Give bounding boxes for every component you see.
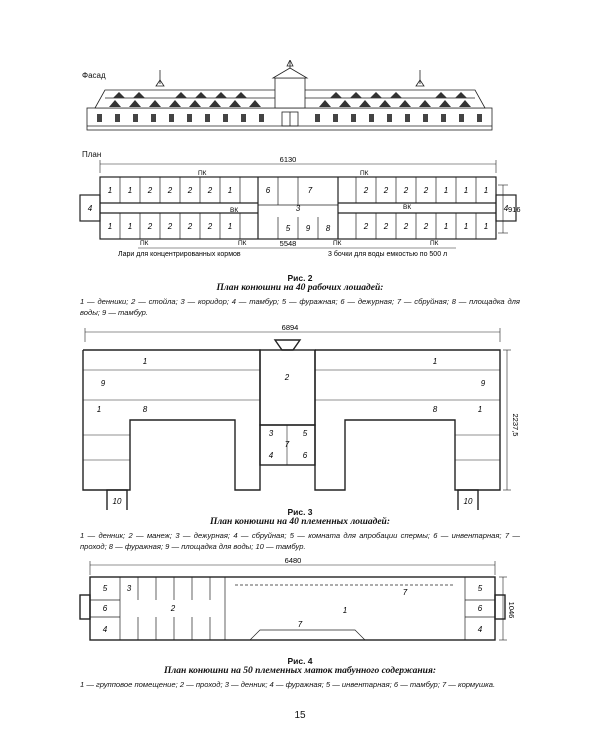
- fig3-side-dim: 2237,5: [511, 414, 520, 437]
- fig2-room-2n: 2: [383, 222, 389, 231]
- fig2-note-right: 3 бочки для воды емкостью по 500 л: [328, 250, 447, 258]
- fig3-room-6: 6: [303, 451, 308, 460]
- fig2-room-2: 2: [147, 186, 153, 195]
- fig4-room-3: 3: [127, 584, 132, 593]
- fig3-plan: 6894 2237,5 1 2 3 4 5 6 7 8 8 9 9 10 10 …: [82, 323, 520, 510]
- fig2-room-1h: 1: [464, 186, 468, 195]
- fig3-room-7: 7: [285, 440, 290, 449]
- fig3-room-1d: 1: [478, 405, 482, 414]
- fig2-room-2e: 2: [147, 222, 153, 231]
- fig3-room-5: 5: [303, 429, 308, 438]
- fig2-room-7: 7: [308, 186, 313, 195]
- fig2-room-1j: 1: [444, 222, 448, 231]
- fig3-caption-num: Рис. 3: [287, 507, 313, 517]
- fig4-room-5b: 5: [478, 584, 483, 593]
- fig2-pk-3: ПК: [140, 240, 149, 247]
- fig3-room-8b: 8: [433, 405, 438, 414]
- fig2-side-dim: 916: [508, 205, 521, 214]
- fig4-room-7: 7: [403, 588, 408, 597]
- fig2-room-2l: 2: [423, 186, 429, 195]
- fig2-room-1f: 1: [228, 222, 232, 231]
- fig2-room-2c: 2: [187, 186, 193, 195]
- fig2-pk-2: ПК: [360, 170, 369, 177]
- fig2-room-2b: 2: [167, 186, 173, 195]
- fig4-caption-num: Рис. 4: [287, 656, 313, 666]
- fig2-width-dim: 6130: [280, 155, 297, 164]
- fig2-note-left: Лари для концентрированных кормов: [118, 251, 241, 258]
- fig2-room-4: 4: [88, 204, 93, 213]
- fig3-room-9: 9: [101, 379, 106, 388]
- fig2-room-1g: 1: [444, 186, 448, 195]
- fig2-room-2m: 2: [363, 222, 369, 231]
- page-number: 15: [294, 710, 306, 721]
- fig2-bottom-dim: 5548: [280, 239, 297, 248]
- fig4-legend: 1 — групповое помещение; 2 — проход; 3 —…: [80, 680, 496, 689]
- fig2-room-2p: 2: [423, 222, 429, 231]
- fig4-room-1: 1: [343, 606, 347, 615]
- fig2-legend: 1 — денники; 2 — стойла; 3 — коридор; 4 …: [80, 297, 520, 317]
- fig4-room-2: 2: [170, 604, 176, 613]
- fig2-room-2d: 2: [207, 186, 213, 195]
- fig2-room-1e: 1: [128, 222, 132, 231]
- fig2-room-5: 5: [286, 224, 291, 233]
- fig4-caption-title: План конюшни на 50 племенных маток табун…: [163, 666, 437, 676]
- fig3-room-10: 10: [113, 497, 122, 506]
- fig3-room-2: 2: [284, 373, 290, 382]
- fig2-room-1i: 1: [484, 186, 488, 195]
- facade-drawing: [86, 60, 493, 131]
- facade-label: Фасад: [82, 71, 106, 80]
- fig2-room-8: 8: [326, 224, 331, 233]
- fig2-room-1b: 1: [128, 186, 132, 195]
- fig4-plan: 6480 1046 1 2 3 4 4 5 5 6 6 7 7: [79, 556, 516, 641]
- fig2-caption-num: Рис. 2: [287, 273, 313, 283]
- fig2-room-6: 6: [266, 186, 271, 195]
- fig2-pk-6: ПК: [430, 240, 439, 247]
- plan-label: План: [82, 150, 102, 159]
- fig4-room-4: 4: [103, 625, 108, 634]
- fig2-pk-4: ПК: [238, 240, 247, 247]
- fig2-room-1: 1: [108, 186, 112, 195]
- fig4-room-5: 5: [103, 584, 108, 593]
- fig2-room-1c: 1: [228, 186, 232, 195]
- fig3-room-1c: 1: [97, 405, 101, 414]
- fig2-room-2g: 2: [187, 222, 193, 231]
- fig2-room-2k: 2: [403, 186, 409, 195]
- fig2-room-2o: 2: [403, 222, 409, 231]
- fig3-width-dim: 6894: [282, 323, 299, 332]
- fig3-caption-title: План конюшни на 40 племенных лошадей:: [210, 517, 390, 527]
- fig3-legend: 1 — денник; 2 — манеж; 3 — дежурная; 4 —…: [80, 531, 520, 551]
- fig4-room-7b: 7: [298, 620, 303, 629]
- fig2-room-2h: 2: [207, 222, 213, 231]
- fig2-plan: 6130 916 1 1 2: [79, 155, 521, 258]
- fig2-vk-2: ВК: [403, 204, 411, 211]
- fig3-room-1: 1: [143, 357, 147, 366]
- fig2-room-2f: 2: [167, 222, 173, 231]
- fig3-room-1b: 1: [433, 357, 437, 366]
- fig3-room-4: 4: [269, 451, 274, 460]
- fig2-room-9: 9: [306, 224, 311, 233]
- fig2-room-2j: 2: [383, 186, 389, 195]
- fig4-room-6: 6: [103, 604, 108, 613]
- fig4-side-dim: 1046: [507, 602, 516, 619]
- fig3-room-9b: 9: [481, 379, 486, 388]
- fig3-room-10b: 10: [464, 497, 473, 506]
- fig2-room-1d: 1: [108, 222, 112, 231]
- fig2-pk-5: ПК: [333, 240, 342, 247]
- fig2-room-1k: 1: [464, 222, 468, 231]
- fig2-vk-1: ВК: [230, 207, 238, 214]
- fig2-pk-1: ПК: [198, 170, 207, 177]
- fig4-room-4b: 4: [478, 625, 483, 634]
- fig2-room-1l: 1: [484, 222, 488, 231]
- fig2-room-4b: 4: [504, 204, 509, 213]
- fig4-room-6b: 6: [478, 604, 483, 613]
- fig2-room-2i: 2: [363, 186, 369, 195]
- fig2-room-3: 3: [296, 204, 301, 213]
- fig2-caption-title: План конюшни на 40 рабочих лошадей:: [216, 283, 384, 293]
- fig3-room-8: 8: [143, 405, 148, 414]
- fig3-room-3: 3: [269, 429, 274, 438]
- fig4-width-dim: 6480: [285, 556, 302, 565]
